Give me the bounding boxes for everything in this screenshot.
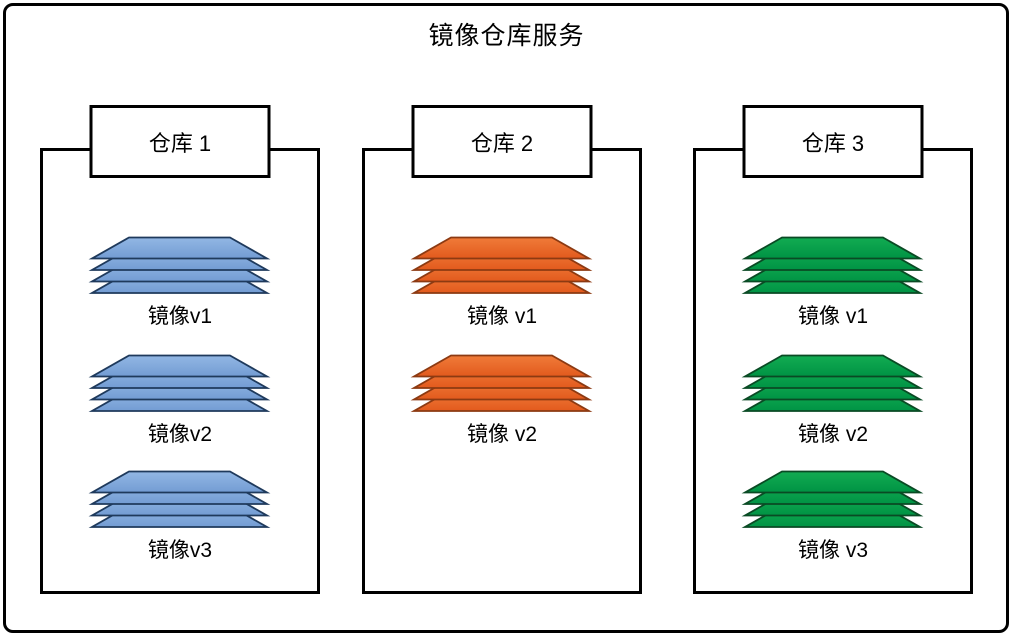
image-stack-row: 镜像v2 [43,354,317,448]
repository-label-1: 仓库 1 [89,105,271,178]
image-stack-list: 镜像 v1 镜像 v2 镜像 v3 [696,151,970,591]
image-version-label: 镜像 v2 [797,423,868,446]
repository-container-1: 仓库 1 镜像v1 镜像v2 镜像v3 [40,105,320,594]
image-stack-list: 镜像v1 镜像v2 镜像v3 [43,151,317,591]
image-layers-icon [410,236,593,294]
image-stack-row: 镜像 v2 [365,354,639,448]
image-version-label: 镜像v2 [147,423,213,446]
image-layers-icon [410,354,593,412]
image-version-label: 镜像 v1 [466,305,537,328]
image-layers-icon [741,354,924,412]
page-title: 镜像仓库服务 [428,22,585,50]
image-stack-row: 镜像v3 [43,470,317,564]
image-layers-icon [741,236,924,294]
image-stack-row: 镜像 v1 [696,236,970,330]
image-stack-list: 镜像 v1 镜像 v2 [365,151,639,591]
repository-container-2: 仓库 2 镜像 v1 镜像 v2 [362,105,642,594]
image-stack-row: 镜像 v2 [696,354,970,448]
image-stack-row: 镜像 v1 [365,236,639,330]
repository-label-3: 仓库 3 [742,105,924,178]
image-layers-icon [88,354,271,412]
image-version-label: 镜像 v3 [797,539,868,562]
image-layers-icon [741,470,924,528]
image-stack-row: 镜像 v3 [696,470,970,564]
repository-label-2: 仓库 2 [411,105,593,178]
image-layers-icon [88,470,271,528]
image-version-label: 镜像 v1 [797,305,868,328]
image-stack-row: 镜像v1 [43,236,317,330]
repository-container-3: 仓库 3 镜像 v1 镜像 v2 镜像 v3 [693,105,973,594]
image-version-label: 镜像 v2 [466,423,537,446]
image-layers-icon [88,236,271,294]
image-version-label: 镜像v3 [147,539,213,562]
image-version-label: 镜像v1 [147,305,213,328]
